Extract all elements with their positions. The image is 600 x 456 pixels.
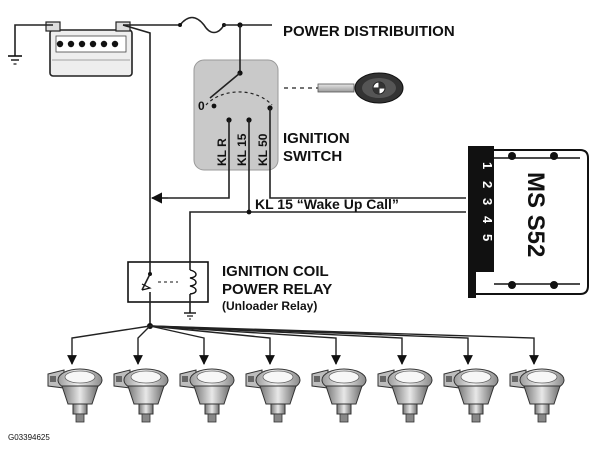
relay-label-3: (Unloader Relay) [222,299,317,313]
ignition-switch: 0 KL R KL 15 KL 50 [193,25,279,171]
relay-label-2: POWER RELAY [222,281,332,298]
ecu-pin-2: 2 [480,181,495,188]
switch-position-off: 0 [198,99,205,113]
coil-feed-wire [133,325,151,365]
coil-feed-wire [149,325,275,365]
ignition-coil-icon [509,368,565,423]
figure-code: G03394625 [8,433,50,442]
battery-icon [45,21,133,77]
ignition-switch-label-2: SWITCH [283,148,342,165]
ignition-coil-icon [179,368,235,423]
relay-ground-icon [184,312,196,320]
ignition-coil-icon [113,368,169,423]
ignition-coil-icon [377,368,433,423]
coil-feed-wire [67,325,151,365]
power-distribution-label: POWER DISTRIBUITION [283,23,455,40]
key-icon [317,72,404,104]
ignition-coil-icon [47,368,103,423]
ignition-coil-icon [443,368,499,423]
ecu-pin-4: 4 [480,216,495,224]
ecu-ms-s52: 1 2 3 4 5 MS S52 [468,146,589,298]
ecu-name: MS S52 [522,172,549,257]
ecu-pin-1: 1 [480,162,495,169]
coil-feed-wire [149,325,341,365]
coil-feed-wire [149,325,407,365]
terminal-kl-15: KL 15 [235,133,249,166]
coil-feed-wire [149,325,209,365]
coil-feed-wire [149,325,539,365]
relay-label-1: IGNITION COIL [222,263,329,280]
ignition-switch-label-1: IGNITION [283,130,350,147]
ecu-pin-5: 5 [480,234,495,241]
terminal-kl-50: KL 50 [256,133,270,166]
ground-icon [8,55,22,65]
ecu-pin-3: 3 [480,198,495,205]
power-relay [127,261,209,303]
battery-ground [8,24,53,65]
wake-up-call-label: KL 15 “Wake Up Call” [255,196,399,212]
coil-feed-wire [149,325,473,365]
ignition-coil-icon [245,368,301,423]
fuse-icon [178,16,226,34]
coil-feed-wires [67,325,539,365]
ignition-coils [47,368,565,423]
ignition-coil-icon [311,368,367,423]
terminal-kl-r: KL R [215,138,229,166]
coil-icon [189,262,197,302]
